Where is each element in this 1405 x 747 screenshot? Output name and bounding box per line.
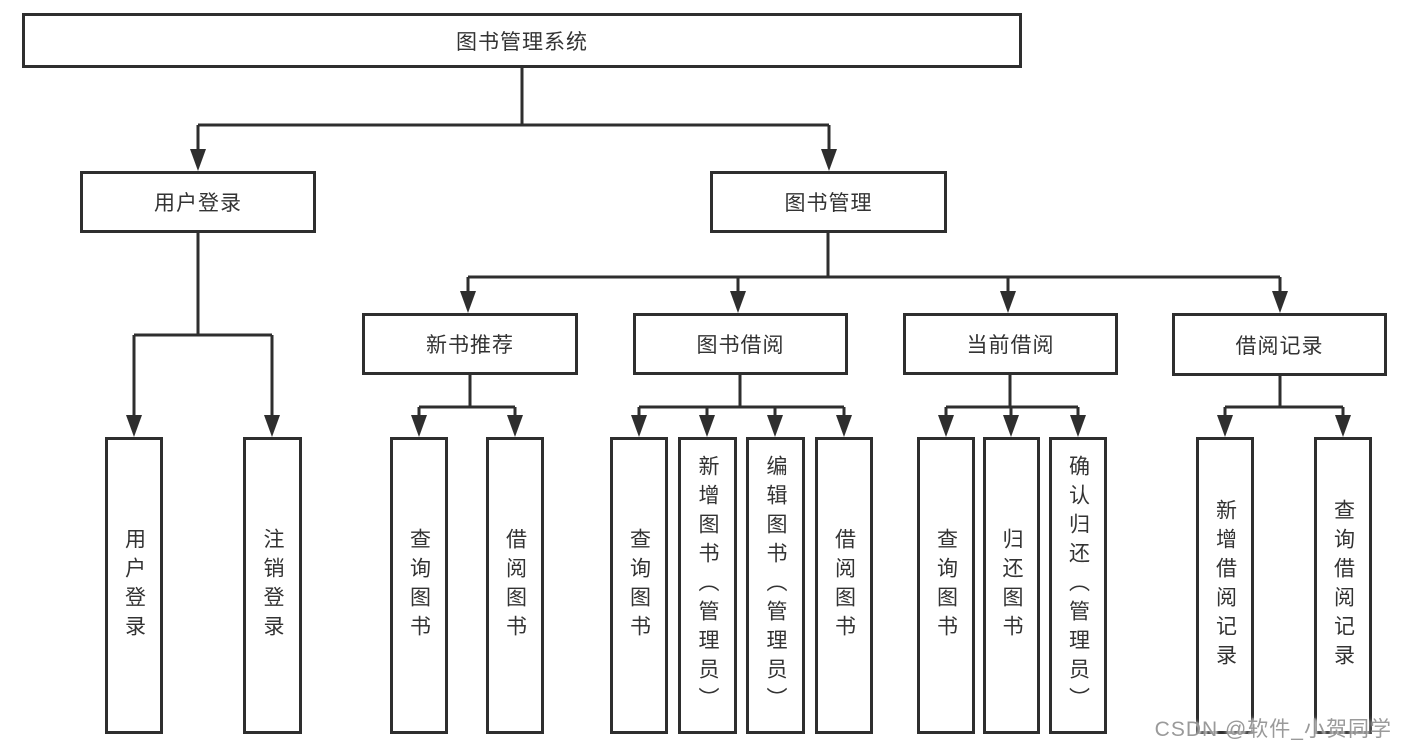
- arrowhead: [126, 415, 142, 437]
- arrowhead: [190, 149, 206, 171]
- connector-userlogin-to-leaves: [132, 233, 274, 419]
- node-book-management: 图书管理: [710, 171, 947, 233]
- arrowhead: [264, 415, 280, 437]
- node-label: 借阅图书: [503, 527, 527, 644]
- leaf-borrow-query-book: 查询图书: [610, 437, 668, 734]
- node-label: 借阅图书: [832, 527, 856, 644]
- leaf-borrow-borrow-book: 借阅图书: [815, 437, 873, 734]
- leaf-borrow-edit-book-admin: 编辑图书（管理员）: [746, 437, 805, 734]
- arrowhead: [836, 415, 852, 437]
- node-label: 新增借阅记录: [1213, 498, 1237, 673]
- node-root-library-system: 图书管理系统: [22, 13, 1022, 68]
- node-label: 查询图书: [934, 527, 958, 644]
- leaf-user-login: 用户登录: [105, 437, 163, 734]
- leaf-records-add-record: 新增借阅记录: [1196, 437, 1254, 734]
- arrowhead: [767, 415, 783, 437]
- node-label: 注销登录: [261, 527, 284, 644]
- arrowhead: [1000, 291, 1016, 313]
- node-current-borrow: 当前借阅: [903, 313, 1118, 375]
- connector-bookmgmt-to-level3: [466, 233, 1282, 295]
- arrowhead: [1070, 415, 1086, 437]
- node-label: 确认归还（管理员）: [1066, 455, 1090, 716]
- node-label: 编辑图书（管理员）: [764, 455, 787, 716]
- node-label: 归还图书: [1000, 527, 1023, 644]
- arrowhead: [507, 415, 523, 437]
- connector-newbook-to-leaves: [417, 375, 517, 419]
- connector-records-to-leaves: [1223, 375, 1345, 419]
- node-label: 图书管理系统: [456, 30, 588, 54]
- node-label: 查询图书: [407, 527, 431, 644]
- leaf-current-query-book: 查询图书: [917, 437, 975, 734]
- arrowhead: [1335, 415, 1351, 437]
- arrowhead: [1217, 415, 1233, 437]
- arrowhead: [699, 415, 715, 437]
- connector-root-to-level2: [196, 67, 831, 153]
- node-label: 用户登录: [154, 192, 242, 215]
- node-new-book-recommend: 新书推荐: [362, 313, 578, 375]
- leaf-logout: 注销登录: [243, 437, 302, 734]
- arrowhead: [1272, 291, 1288, 313]
- leaf-records-query-record: 查询借阅记录: [1314, 437, 1372, 734]
- node-user-login: 用户登录: [80, 171, 316, 233]
- node-book-borrow: 图书借阅: [633, 313, 848, 375]
- arrowhead: [730, 291, 746, 313]
- node-label: 新增图书（管理员）: [696, 455, 719, 716]
- node-borrow-records: 借阅记录: [1172, 313, 1387, 376]
- node-label: 当前借阅: [966, 334, 1055, 357]
- leaf-recommend-borrow-book: 借阅图书: [486, 437, 544, 734]
- leaf-current-return-book: 归还图书: [983, 437, 1040, 734]
- arrowhead: [1003, 415, 1019, 437]
- arrowhead: [460, 291, 476, 313]
- node-label: 借阅记录: [1235, 334, 1324, 358]
- csdn-watermark: CSDN @软件_小贺同学: [1154, 718, 1392, 741]
- node-label: 用户登录: [122, 527, 146, 644]
- arrowhead: [821, 149, 837, 171]
- connector-borrow-to-leaves: [637, 375, 846, 419]
- node-label: 新书推荐: [426, 334, 514, 357]
- arrowhead: [938, 415, 954, 437]
- leaf-recommend-query-book: 查询图书: [390, 437, 448, 734]
- node-label: 查询借阅记录: [1331, 498, 1355, 673]
- node-label: 图书管理: [784, 192, 873, 215]
- node-label: 查询图书: [627, 527, 651, 644]
- leaf-borrow-add-book-admin: 新增图书（管理员）: [678, 437, 737, 734]
- arrowhead: [411, 415, 427, 437]
- arrowhead: [631, 415, 647, 437]
- connector-current-to-leaves: [944, 375, 1080, 419]
- leaf-current-confirm-return-admin: 确认归还（管理员）: [1049, 437, 1107, 734]
- node-label: 图书借阅: [696, 334, 785, 357]
